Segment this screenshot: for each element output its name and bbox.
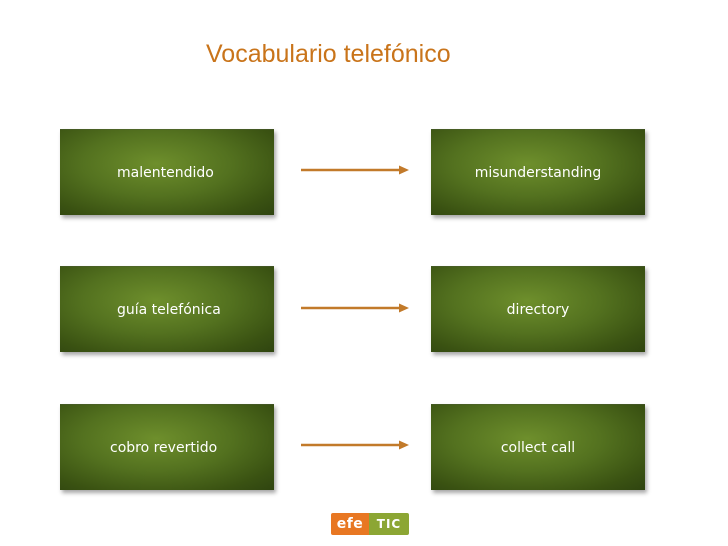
english-term-label: directory <box>506 301 570 318</box>
spanish-term-label: guía telefónica <box>117 301 221 318</box>
efetic-logo: efe TIC <box>331 513 409 535</box>
spanish-term-box: guía telefónica <box>60 266 274 352</box>
page-title: Vocabulario telefónico <box>206 40 451 68</box>
logo-part-efe: efe <box>331 513 369 535</box>
english-term-label: misunderstanding <box>474 164 602 181</box>
spanish-term-label: malentendido <box>117 164 214 181</box>
english-term-box: collect call <box>431 404 645 490</box>
spanish-term-label: cobro revertido <box>110 439 218 456</box>
spanish-term-box: cobro revertido <box>60 404 274 490</box>
arrow-right-icon <box>301 165 409 175</box>
english-term-label: collect call <box>500 439 576 456</box>
arrow-right-icon <box>301 303 409 313</box>
english-term-box: misunderstanding <box>431 129 645 215</box>
english-term-box: directory <box>431 266 645 352</box>
logo-part-tic: TIC <box>369 513 409 535</box>
spanish-term-box: malentendido <box>60 129 274 215</box>
arrow-right-icon <box>301 440 409 450</box>
